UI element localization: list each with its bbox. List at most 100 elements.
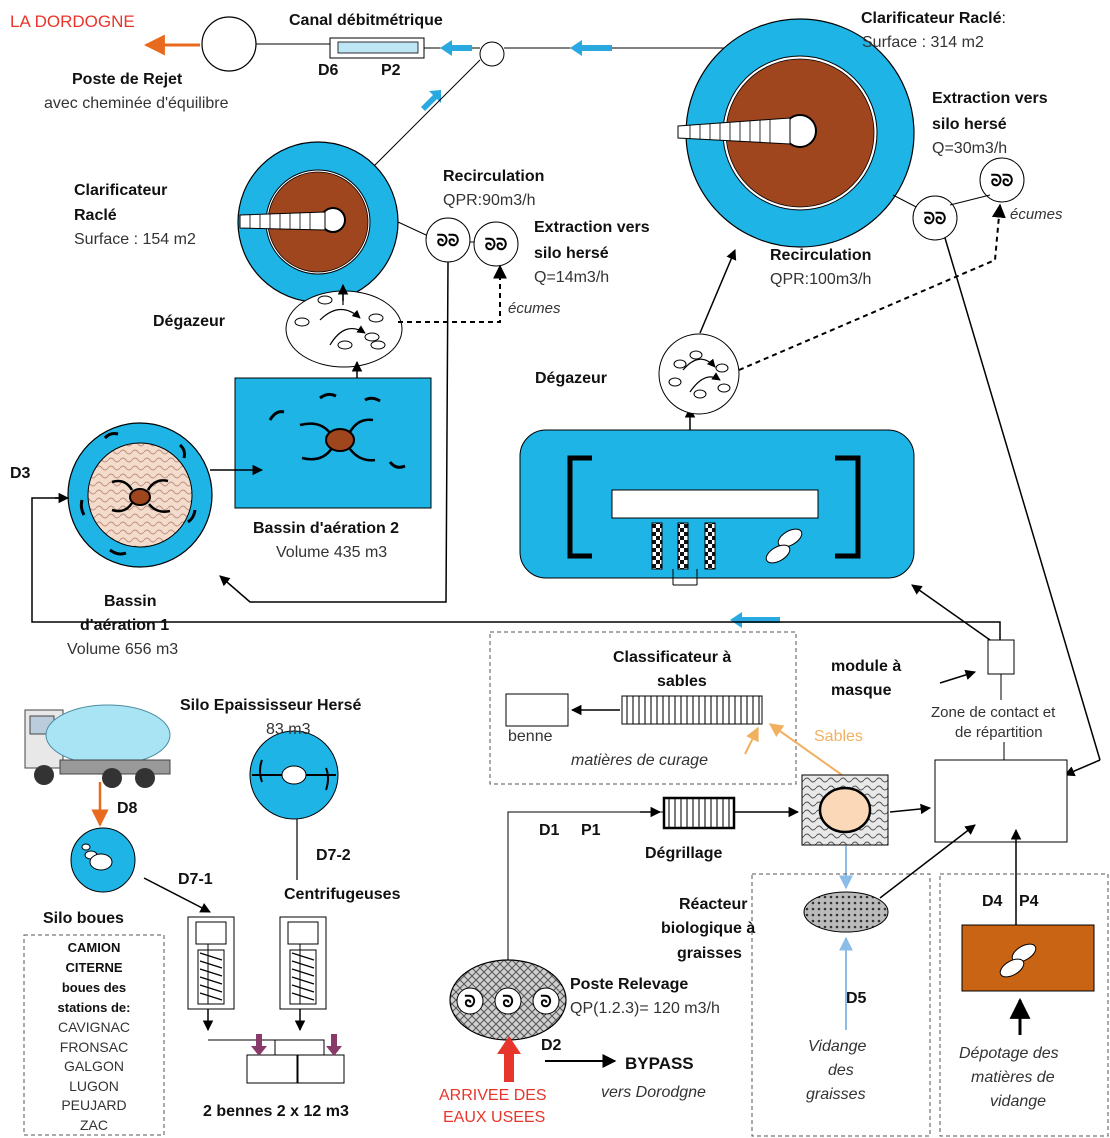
label-bassin1-volume: Volume 656 m3: [67, 641, 179, 658]
label-reacteur-3: graisses: [677, 945, 742, 962]
junction-circle: [479, 41, 505, 67]
label-p1: P1: [581, 822, 601, 839]
label-silo-volume: 83 m3: [266, 721, 311, 738]
label-ecumes-left: écumes: [508, 300, 561, 317]
label-degazeur-left: Dégazeur: [153, 313, 226, 330]
label-depotage-1: Dépotage des: [959, 1045, 1059, 1062]
label-vers-dordogne: vers Dorodgne: [601, 1084, 706, 1101]
arrivee-red-arrow: [497, 1036, 521, 1082]
label-clarif-big-colon: :: [1001, 10, 1006, 27]
label-canal-debitmetrique: Canal débitmétrique: [289, 12, 443, 29]
camion-citerne-image: [24, 704, 171, 788]
blue-flow-arrow: [421, 40, 780, 628]
bassin-aeration-2: [234, 377, 432, 509]
label-extraction-right-1: Extraction vers: [932, 90, 1048, 107]
label-bassin1-2: d'aération 1: [80, 617, 170, 634]
label-arrivee-1: ARRIVEE DES: [439, 1087, 547, 1104]
label-qpr-90: QPR:90m3/h: [443, 192, 536, 209]
label-bassin2-volume: Volume 435 m3: [276, 544, 388, 561]
label-clarif-big-title: Clarificateur Raclé: [861, 10, 1002, 27]
label-depotage-2: matières de: [971, 1069, 1055, 1086]
bassin-principal: [519, 429, 915, 586]
label-reacteur-2: biologique à: [661, 920, 756, 937]
label-extraction-left-1: Extraction vers: [534, 219, 650, 236]
camion-line: CAVIGNAC: [57, 1019, 131, 1035]
silo-boues: [70, 827, 136, 893]
label-bassin1-1: Bassin: [104, 593, 157, 610]
label-d4: D4: [982, 893, 1003, 910]
module-masque-box: [987, 639, 1015, 675]
label-classificateur-2: sables: [657, 673, 707, 690]
clarificateur-racle-314: [677, 18, 915, 248]
label-extraction-left-2: silo hersé: [534, 245, 609, 262]
benne-2: [297, 1054, 345, 1084]
label-d8: D8: [117, 800, 138, 817]
label-p4: P4: [1019, 893, 1039, 910]
label-silo-epaississeur: Silo Epaississeur Hersé: [180, 697, 362, 714]
label-module-masque-1: module à: [831, 658, 902, 675]
label-extraction-left-q: Q=14m3/h: [534, 269, 610, 286]
label-d7-2: D7-2: [316, 847, 351, 864]
label-extraction-right-2: silo hersé: [932, 116, 1007, 133]
label-benne: benne: [508, 728, 553, 745]
purple-arrows: [251, 1034, 342, 1056]
label-d2: D2: [541, 1037, 562, 1054]
benne-box: [505, 693, 569, 727]
centrifugeuse-1: [187, 916, 235, 1010]
camion-line: CITERNE: [65, 960, 123, 975]
poste-rejet-circle: [201, 16, 257, 72]
label-ecumes-right: écumes: [1010, 206, 1063, 223]
camion-line: PEUJARD: [61, 1097, 127, 1113]
label-clarif-small-surface: Surface : 154 m2: [74, 231, 196, 248]
reacteur-graisses: [803, 891, 889, 933]
label-sables: Sables: [814, 728, 863, 745]
clarificateur-racle-154: [237, 141, 399, 303]
label-bassin2-title: Bassin d'aération 2: [253, 520, 400, 537]
label-vidange-2: des: [828, 1062, 854, 1079]
label-la-dordogne: LA DORDOGNE: [10, 12, 135, 31]
label-d5: D5: [846, 990, 867, 1007]
label-matieres-curage: matières de curage: [571, 752, 708, 769]
camion-line: boues des: [61, 980, 127, 995]
svg-text:ᘐᘐ: ᘐᘐ: [485, 235, 508, 254]
classificateur-sables: [621, 695, 763, 725]
label-degazeur-right: Dégazeur: [535, 370, 608, 387]
label-vidange-3: graisses: [806, 1086, 866, 1103]
camion-line: LUGON: [69, 1077, 119, 1094]
silo-epaississeur: [249, 730, 339, 820]
svg-text:ᘐᘐ: ᘐᘐ: [924, 209, 947, 228]
label-degrillage: Dégrillage: [645, 845, 723, 862]
label-reacteur-1: Réacteur: [679, 896, 748, 913]
label-centrifugeuses: Centrifugeuses: [284, 886, 401, 903]
label-d1: D1: [539, 822, 560, 839]
label-d6: D6: [318, 62, 339, 79]
svg-text:ᘐ: ᘐ: [464, 992, 475, 1011]
label-d3: D3: [10, 465, 31, 482]
label-module-masque-2: masque: [831, 682, 892, 699]
camion-line: FRONSAC: [59, 1038, 129, 1055]
label-bennes-2: 2 bennes 2 x 12 m3: [203, 1103, 349, 1120]
label-poste-relevage: Poste Relevage: [570, 976, 689, 993]
degazeur-left: [285, 290, 403, 368]
camion-line: GALGON: [64, 1058, 124, 1074]
recirculation-pumps-right: ᘐᘐ ᘐᘐ: [912, 157, 1025, 241]
label-qpr-100: QPR:100m3/h: [770, 271, 872, 288]
degazeur-right: [658, 333, 740, 415]
camion-line: stations de:: [57, 1000, 131, 1015]
label-extraction-right-q: Q=30m3/h: [932, 140, 1008, 157]
label-depotage-3: vidange: [990, 1093, 1047, 1110]
label-clarif-small-1: Clarificateur: [74, 182, 168, 199]
label-arrivee-2: EAUX USEES: [443, 1109, 546, 1126]
label-zone-contact-1: Zone de contact et: [931, 704, 1056, 721]
label-recirculation-left: Recirculation: [443, 168, 545, 185]
svg-text:ᘐᘐ: ᘐᘐ: [437, 231, 460, 250]
label-d7-1: D7-1: [178, 871, 213, 888]
camion-line: ZAC: [80, 1116, 108, 1133]
label-p2: P2: [381, 62, 401, 79]
label-clarif-big: Clarificateur Raclé:: [861, 10, 1006, 28]
svg-text:ᘐ: ᘐ: [502, 992, 513, 1011]
label-poste-rejet-sub: avec cheminée d'équilibre: [44, 95, 229, 112]
recirculation-pumps-left: ᘐᘐ ᘐᘐ: [425, 217, 519, 267]
